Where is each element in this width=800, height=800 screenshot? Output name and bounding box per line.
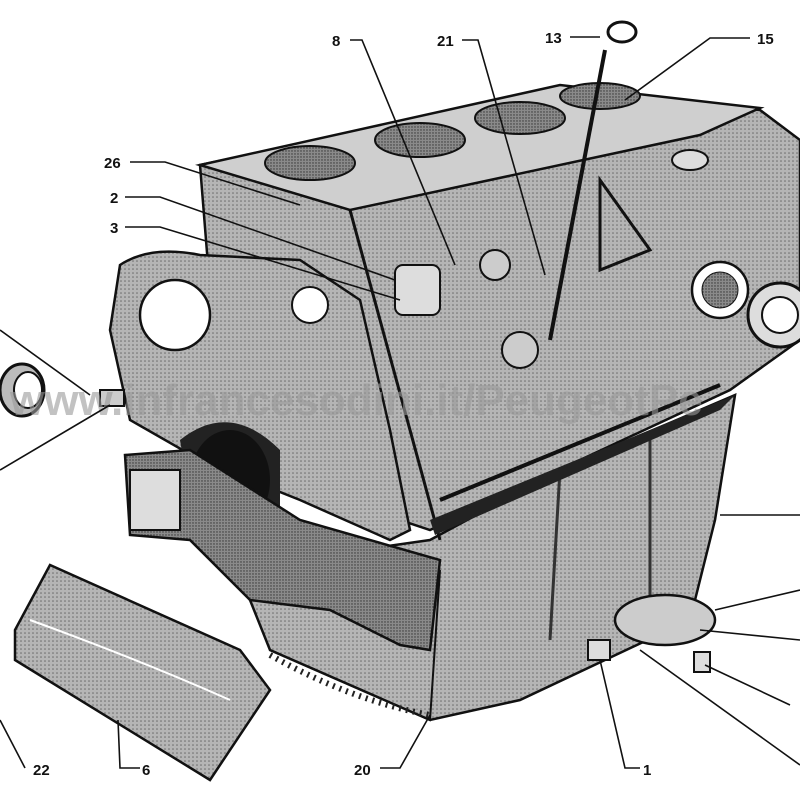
callout-6: 6 [142,762,150,779]
callout-2: 2 [110,190,118,207]
guard-plate [13,563,272,782]
leader-lines [0,36,800,769]
callout-8: 8 [332,33,340,50]
callout-3: 3 [110,220,118,237]
callout-21: 21 [437,33,454,50]
callout-1: 1 [643,762,651,779]
callout-labels: 8 21 13 15 26 2 3 22 6 20 1 [33,30,774,779]
dipstick [548,20,638,341]
watermark: www.infrancesodini.it/PeugeotPe [9,376,703,425]
callout-20: 20 [354,762,371,779]
seal-ring [0,362,125,418]
callout-26: 26 [104,155,121,172]
crankcase-front [123,448,442,652]
callout-22: 22 [33,762,50,779]
callout-13: 13 [545,30,562,47]
engine-block [195,82,800,541]
callout-15: 15 [757,31,774,48]
drain-parts [587,593,717,673]
